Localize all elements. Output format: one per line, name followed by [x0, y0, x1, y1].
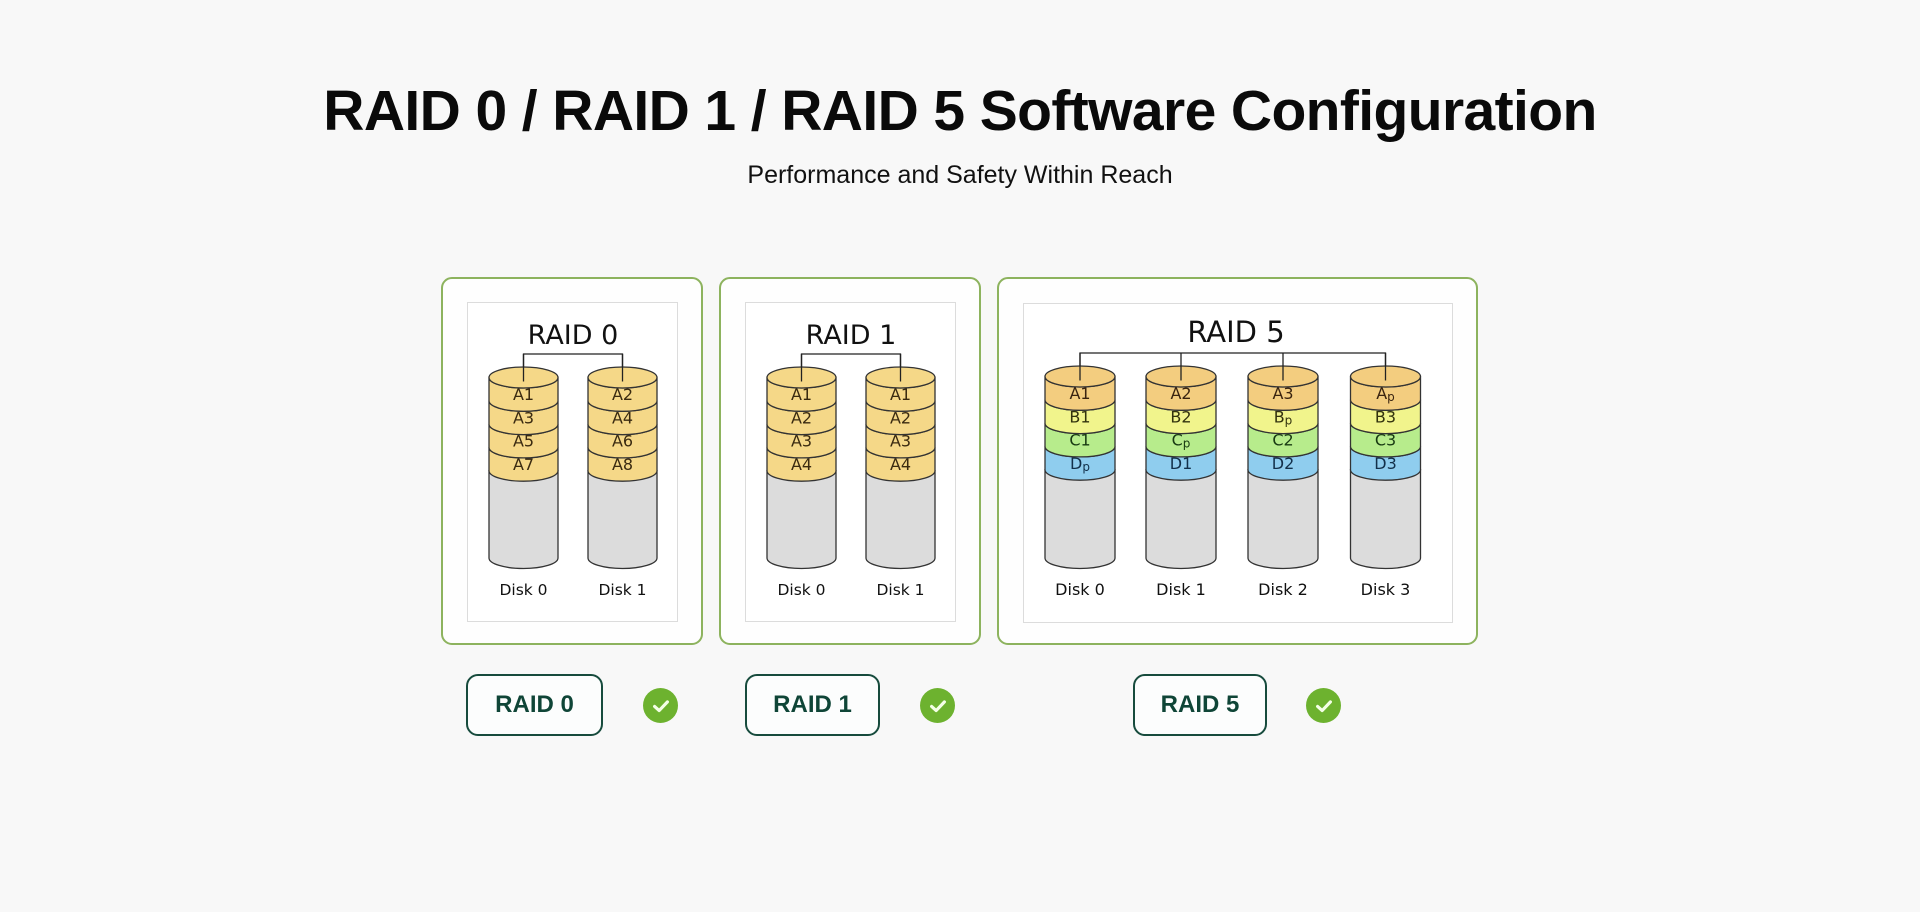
raid1-diagram-panel	[745, 302, 956, 622]
page-title: RAID 0 / RAID 1 / RAID 5 Software Config…	[323, 79, 1597, 143]
raid0-card	[441, 277, 703, 645]
raid0-check-circle-icon	[643, 688, 678, 723]
raid5-card	[997, 277, 1478, 645]
raid1-button[interactable]: RAID 1	[745, 674, 880, 736]
page-subtitle: Performance and Safety Within Reach	[747, 161, 1173, 189]
raid0-button[interactable]: RAID 0	[466, 674, 603, 736]
raid5-check-circle-icon	[1306, 688, 1341, 723]
raid5-button[interactable]: RAID 5	[1133, 674, 1267, 736]
checkmark-icon	[929, 699, 946, 712]
raid1-card	[719, 277, 981, 645]
checkmark-icon	[1315, 699, 1332, 712]
raid5-diagram-panel	[1023, 303, 1453, 623]
raid1-check-circle-icon	[920, 688, 955, 723]
checkmark-icon	[652, 699, 669, 712]
raid0-diagram-panel	[467, 302, 678, 622]
